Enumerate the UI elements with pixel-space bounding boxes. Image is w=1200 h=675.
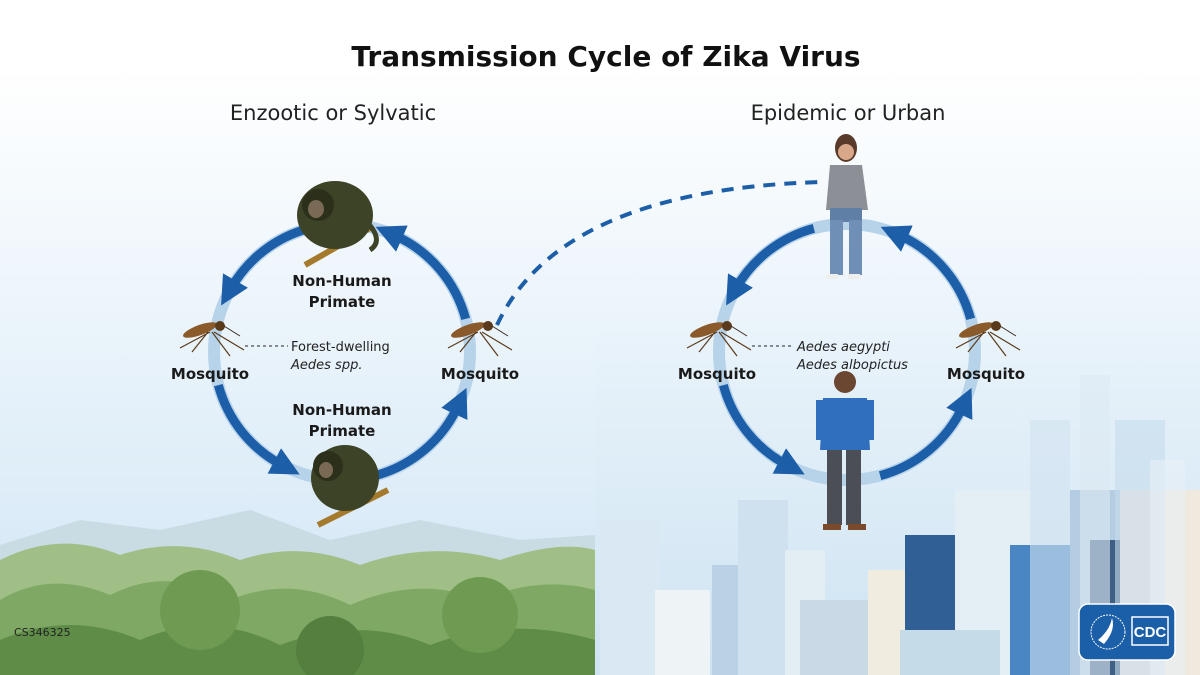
bottom-host-label-1: Non-Human (292, 401, 391, 419)
top-host-label-2: Primate (309, 293, 376, 311)
hhs-eagle-icon (1098, 618, 1113, 644)
man-human-host-icon (816, 371, 874, 530)
urban-species-note-1: Aedes aegypti (796, 340, 890, 355)
forest-landscape (0, 510, 595, 675)
building (738, 500, 788, 675)
mosquito-icon (686, 321, 752, 357)
mosquito-icon (955, 321, 1021, 357)
spillover-dashed-link (495, 180, 821, 326)
document-code: CS346325 (14, 626, 71, 639)
building (655, 590, 710, 675)
species-note-2: Aedes spp. (290, 358, 362, 373)
cycle-1-arrow-1 (719, 383, 805, 475)
building (600, 520, 660, 675)
primate-top-icon (297, 181, 379, 268)
right-cycle-heading: Epidemic or Urban (751, 101, 946, 125)
cycle-1-arrow-3 (880, 225, 975, 321)
urban-species-note-2: Aedes albopictus (796, 358, 908, 373)
right-mosquito-label: Mosquito (441, 365, 519, 383)
urban-left-mosquito-label: Mosquito (678, 365, 756, 383)
mosquito-icon (179, 321, 245, 357)
top-host-label-1: Non-Human (292, 272, 391, 290)
building (800, 600, 870, 675)
cycle-0-arrow-0 (221, 224, 311, 306)
urban-right-mosquito-label: Mosquito (947, 365, 1025, 383)
primate-bottom-icon (311, 445, 390, 528)
left-mosquito-label: Mosquito (171, 365, 249, 383)
left-cycle-heading: Enzootic or Sylvatic (230, 101, 436, 125)
cycle-0-arrow-2 (373, 387, 468, 480)
cycle-0-arrow-3 (375, 225, 470, 321)
cdc-logo: CDC (1078, 603, 1176, 661)
cycle-1-arrow-0 (726, 224, 816, 306)
building (900, 630, 1000, 675)
cycle-0-arrow-1 (214, 383, 300, 475)
cycle-1-arrow-2 (878, 387, 973, 480)
species-note-1: Forest-dwelling (291, 340, 390, 355)
bottom-host-label-2: Primate (309, 422, 376, 440)
mosquito-icon (447, 321, 513, 357)
svg-text:CDC: CDC (1134, 624, 1167, 641)
building (1030, 420, 1070, 675)
woman-human-host-icon (826, 134, 868, 279)
diagram-title: Transmission Cycle of Zika Virus (351, 40, 860, 73)
